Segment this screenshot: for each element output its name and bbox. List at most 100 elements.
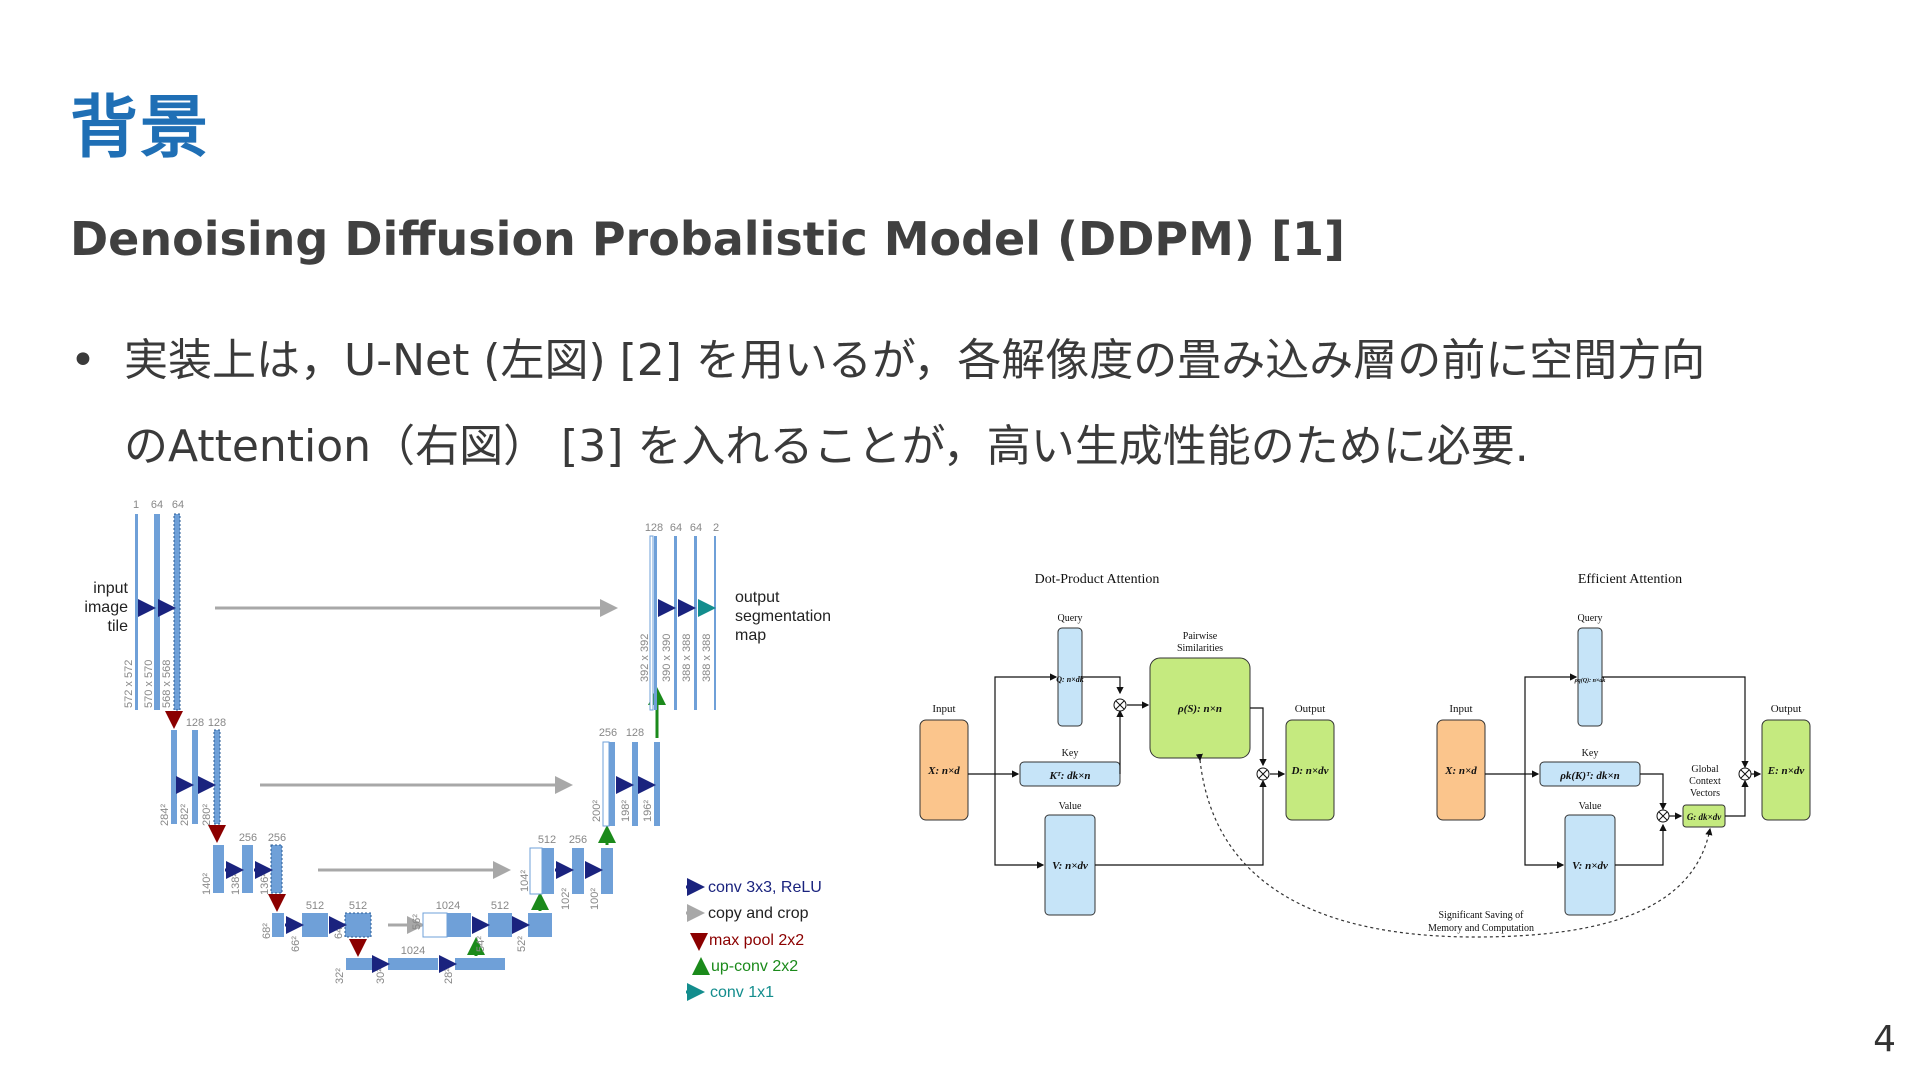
- feature-map: [272, 913, 284, 937]
- feature-map: [694, 536, 697, 710]
- eff-connector: [1615, 823, 1667, 866]
- slide-subtitle: Denoising Diffusion Probalistic Model (D…: [70, 212, 1345, 266]
- legend-label: copy and crop: [708, 905, 809, 922]
- feature-map: [135, 514, 138, 710]
- channel-label: 256: [239, 832, 257, 844]
- size-label: 570 x 570: [143, 660, 155, 708]
- size-label: 196²: [642, 800, 654, 822]
- dot-attention-title: Dot-Product Attention: [1035, 572, 1160, 587]
- channel-label: 1024: [401, 945, 425, 957]
- global-context-label-1: Global: [1691, 764, 1718, 775]
- eff-value-text: V: n×dv: [1572, 860, 1608, 872]
- global-context-label-2: Context: [1689, 776, 1721, 787]
- feature-map-copy: [602, 741, 610, 827]
- feature-map: [344, 912, 372, 938]
- eff-output-text: E: n×dv: [1767, 765, 1805, 777]
- dot-key-label: Key: [1062, 748, 1079, 759]
- size-label: 100²: [589, 888, 601, 910]
- size-label: 32²: [334, 968, 346, 984]
- size-label: 56²: [411, 914, 423, 930]
- size-label: 66²: [290, 936, 302, 952]
- feature-map: [302, 913, 328, 937]
- feature-map: [171, 730, 177, 824]
- dot-output-text: D: n×dv: [1290, 765, 1328, 777]
- dot-input-label: Input: [932, 703, 955, 715]
- size-label: 104²: [519, 870, 531, 892]
- channel-label: 512: [349, 900, 367, 912]
- feature-map-copy: [422, 912, 448, 938]
- size-label: 392 x 392: [639, 634, 651, 682]
- channel-label: 512: [491, 900, 509, 912]
- feature-map: [572, 848, 584, 894]
- size-label: 284²: [159, 804, 171, 826]
- size-label: 390 x 390: [661, 634, 673, 682]
- eff-query-box: [1577, 627, 1603, 727]
- size-label: 54²: [475, 936, 487, 952]
- size-label: 30²: [375, 968, 387, 984]
- size-label: 200²: [591, 800, 603, 822]
- size-label: 52²: [516, 936, 528, 952]
- channel-label: 128: [626, 727, 644, 739]
- channel-label: 128: [645, 522, 663, 534]
- attention-figure: Dot-Product Attention Input X: n×d Query…: [919, 572, 1811, 938]
- eff-query-text: ρq(Q): n×dk: [1574, 677, 1606, 684]
- size-label: 198²: [620, 800, 632, 822]
- bullet-text: 実装上は，U-Net (左図) [2] を用いるが，各解像度の畳み込み層の前に空…: [124, 318, 1864, 490]
- eff-connector: [1524, 774, 1565, 869]
- eff-connector: [1485, 673, 1578, 775]
- eff-connector: [1602, 676, 1749, 769]
- size-label: 280²: [201, 804, 213, 826]
- legend-label: max pool 2x2: [709, 932, 804, 949]
- channel-label: 64: [151, 499, 163, 511]
- channel-label: 128: [186, 717, 204, 729]
- size-label: 28²: [443, 968, 455, 984]
- feature-map: [674, 536, 677, 710]
- channel-label: 512: [538, 834, 556, 846]
- channel-label: 256: [599, 727, 617, 739]
- eff-connector: [1640, 773, 1667, 811]
- saving-label-2: Memory and Computation: [1428, 923, 1534, 934]
- unet-input-label-1: input: [93, 580, 128, 597]
- dot-connector: [994, 774, 1045, 869]
- channel-label: 64: [172, 499, 184, 511]
- size-label: 102²: [560, 888, 572, 910]
- saving-label-1: Significant Saving of: [1439, 910, 1525, 921]
- unet-output-label-3: map: [735, 627, 766, 644]
- size-label: 568 x 568: [161, 660, 173, 708]
- legend-label: conv 1x1: [710, 984, 774, 1001]
- feature-map: [714, 536, 716, 710]
- feature-map: [654, 742, 660, 826]
- channel-label: 1024: [436, 900, 460, 912]
- dot-connector: [1250, 707, 1267, 767]
- feature-map: [455, 958, 505, 970]
- eff-value-label: Value: [1579, 801, 1602, 812]
- channel-label: 64: [690, 522, 702, 534]
- bullet-line-1: 実装上は，U-Net (左図) [2] を用いるが，各解像度の畳み込み層の前に空…: [124, 335, 1706, 386]
- feature-map: [242, 845, 253, 893]
- multiply-icon: [1113, 698, 1127, 712]
- size-label: 136²: [259, 873, 271, 895]
- eff-connector: [1725, 779, 1749, 817]
- unet-input-label-2: image: [84, 599, 128, 616]
- slide-title: 背景: [70, 89, 211, 168]
- eff-output-box: [1761, 719, 1811, 821]
- global-context-label-3: Vectors: [1690, 788, 1720, 799]
- unet-legend: conv 3x3, ReLU copy and crop max pool 2x…: [686, 878, 822, 1001]
- feature-map: [528, 913, 552, 937]
- feature-map: [346, 958, 372, 970]
- dot-value-label: Value: [1059, 801, 1082, 812]
- channel-label: 128: [208, 717, 226, 729]
- global-context-text: G: dk×dv: [1687, 812, 1722, 822]
- feature-map: [654, 536, 657, 710]
- dot-query-text: Q: n×dk: [1056, 675, 1083, 684]
- feature-map: [447, 913, 471, 937]
- size-label: 138²: [230, 873, 242, 895]
- eff-input-text: X: n×d: [1444, 765, 1477, 777]
- bullet-dot: •: [70, 335, 96, 386]
- legend-label: up-conv 2x2: [711, 958, 798, 975]
- multiply-icon: [1256, 767, 1270, 781]
- multiply-icon: [1738, 767, 1752, 781]
- feature-map: [213, 729, 221, 825]
- dot-connector: [1095, 779, 1267, 866]
- feature-map: [213, 845, 224, 893]
